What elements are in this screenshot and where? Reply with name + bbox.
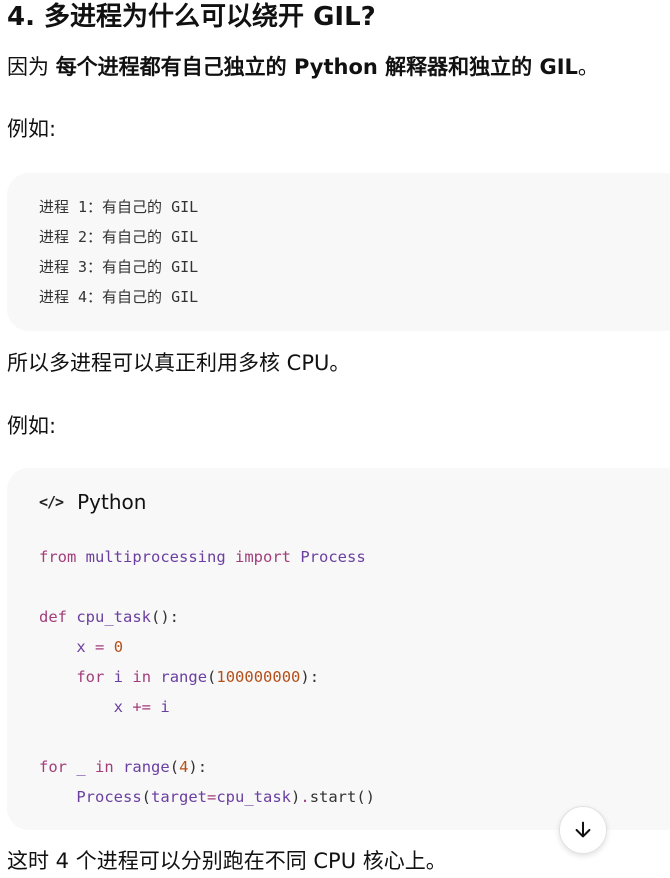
code-block-header: </> Python xyxy=(39,490,146,514)
conclusion-paragraph: 这时 4 个进程可以分别跑在不同 CPU 核心上。 xyxy=(7,849,447,873)
plain-code-text: 进程 1：有自己的 GIL 进程 2：有自己的 GIL 进程 3：有自己的 GI… xyxy=(39,198,199,306)
code-language-label: Python xyxy=(77,490,147,514)
example-label: 例如: xyxy=(7,117,57,141)
intro-emphasis: 每个进程都有自己独立的 Python 解释器和独立的 GIL xyxy=(55,55,578,79)
scroll-down-button[interactable] xyxy=(559,806,607,854)
code-icon: </> xyxy=(39,493,64,511)
intro-paragraph: 因为 每个进程都有自己独立的 Python 解释器和独立的 GIL。 xyxy=(7,55,599,79)
plain-code-block: 进程 1：有自己的 GIL 进程 2：有自己的 GIL 进程 3：有自己的 GI… xyxy=(7,173,670,331)
arrow-down-icon xyxy=(575,821,591,838)
example-label-2: 例如: xyxy=(7,414,57,438)
python-code-block: </> Python from multiprocessing import P… xyxy=(7,468,670,830)
python-code: from multiprocessing import Process def … xyxy=(39,548,376,806)
section-heading: 4. 多进程为什么可以绕开 GIL? xyxy=(7,2,376,32)
summary-paragraph: 所以多进程可以真正利用多核 CPU。 xyxy=(7,351,351,375)
